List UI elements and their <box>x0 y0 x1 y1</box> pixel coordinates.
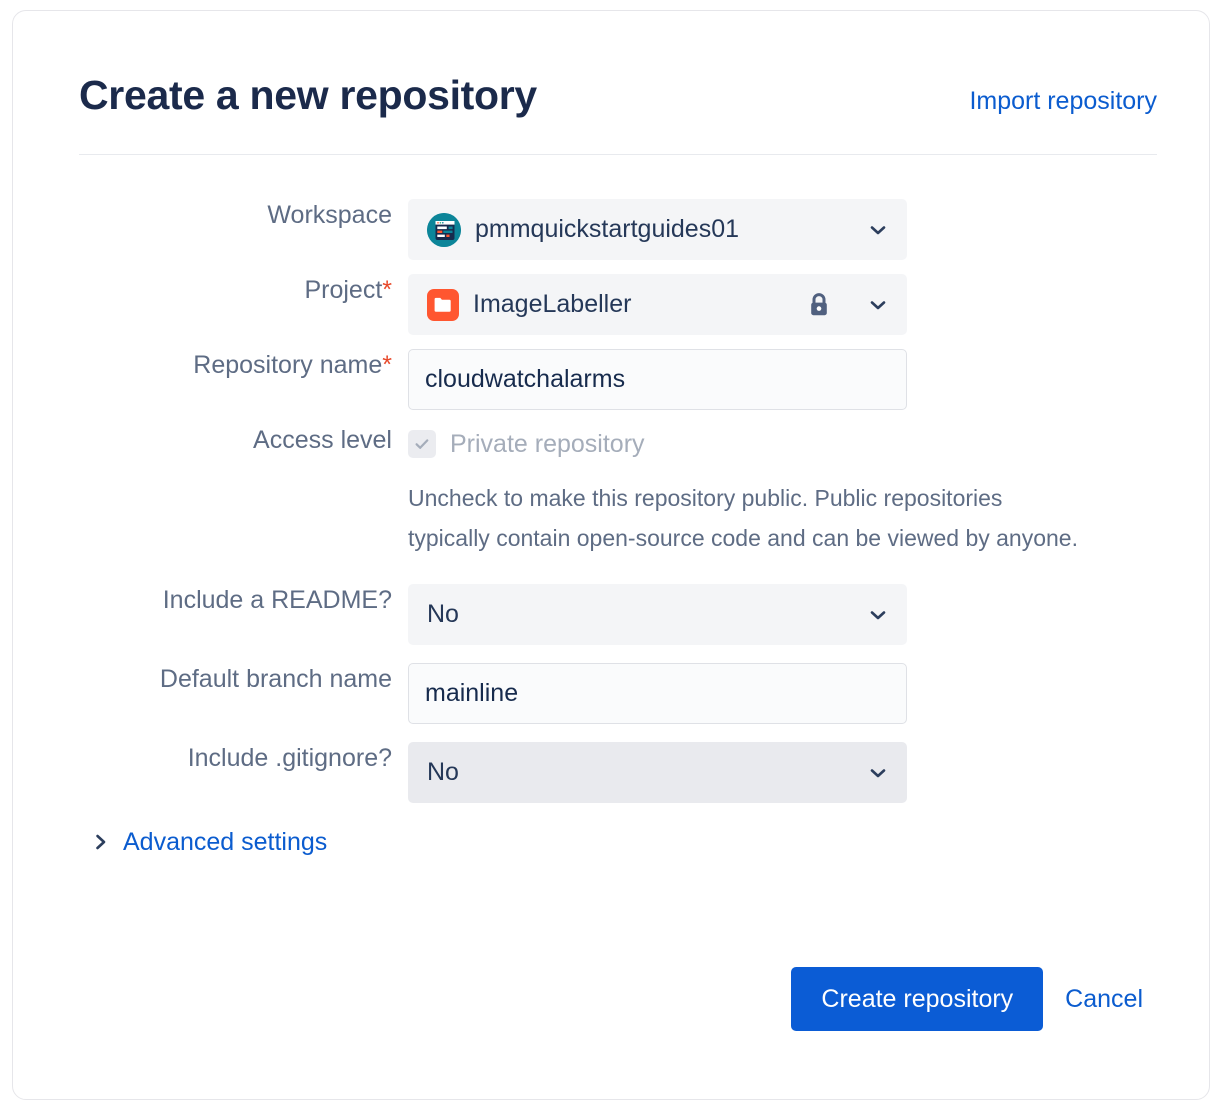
include-readme-value: No <box>427 600 459 628</box>
repository-name-input[interactable] <box>408 349 907 410</box>
project-value: ImageLabeller <box>473 290 632 318</box>
include-readme-field: No <box>408 584 1157 645</box>
card-header: Create a new repository Import repositor… <box>79 71 1157 119</box>
advanced-settings-label: Advanced settings <box>123 828 328 856</box>
chevron-down-icon <box>868 763 888 783</box>
project-field: ImageLabeller <box>408 274 1157 335</box>
repository-name-label-text: Repository name <box>193 351 383 379</box>
include-gitignore-select[interactable]: No <box>408 742 907 803</box>
page-title: Create a new repository <box>79 72 537 118</box>
workspace-label: Workspace <box>79 199 408 232</box>
lock-icon <box>806 291 832 319</box>
project-required-marker: * <box>382 276 392 304</box>
create-repository-button[interactable]: Create repository <box>791 967 1044 1031</box>
workspace-avatar-icon <box>427 212 461 247</box>
include-gitignore-label-text: Include .gitignore? <box>187 744 392 772</box>
workspace-field: pmmquickstartguides01 <box>408 199 1157 260</box>
repository-name-label: Repository name* <box>79 349 408 382</box>
folder-icon <box>427 288 459 321</box>
chevron-down-icon <box>868 295 888 315</box>
workspace-value: pmmquickstartguides01 <box>475 215 740 243</box>
create-repository-card: Create a new repository Import repositor… <box>12 10 1210 1100</box>
import-repository-link[interactable]: Import repository <box>969 87 1157 115</box>
default-branch-name-input[interactable] <box>408 663 907 724</box>
default-branch-name-label: Default branch name <box>79 663 408 696</box>
repository-name-required-marker: * <box>382 351 392 379</box>
project-label: Project* <box>79 274 408 307</box>
form-actions: Create repository Cancel <box>791 967 1143 1031</box>
default-branch-name-row: Default branch name <box>79 663 1157 724</box>
project-row: Project* ImageLabeller <box>79 274 1157 335</box>
include-gitignore-field: No <box>408 742 1157 803</box>
access-level-field: Private repository Uncheck to make this … <box>408 424 1157 558</box>
include-readme-label-text: Include a README? <box>162 586 392 614</box>
project-label-text: Project <box>304 276 383 304</box>
private-repository-checkbox-line: Private repository <box>408 424 1157 464</box>
include-readme-select[interactable]: No <box>408 584 907 645</box>
repository-name-row: Repository name* <box>79 349 1157 410</box>
access-level-help-text: Uncheck to make this repository public. … <box>408 485 1078 551</box>
chevron-right-icon <box>93 832 109 852</box>
include-gitignore-label: Include .gitignore? <box>79 742 408 775</box>
private-repository-checkbox <box>408 430 436 458</box>
chevron-down-icon <box>868 220 888 240</box>
header-divider <box>79 154 1157 155</box>
private-repository-label: Private repository <box>450 430 645 458</box>
chevron-down-icon <box>868 605 888 625</box>
access-level-row: Access level Private repository Uncheck … <box>79 424 1157 558</box>
workspace-row: Workspace <box>79 199 1157 260</box>
include-readme-row: Include a README? No <box>79 584 1157 645</box>
create-repository-form: Workspace <box>79 199 1157 857</box>
advanced-settings-toggle[interactable]: Advanced settings <box>93 827 327 857</box>
default-branch-name-label-text: Default branch name <box>159 665 392 693</box>
access-level-label-text: Access level <box>253 426 392 454</box>
include-gitignore-value: No <box>427 758 459 786</box>
include-readme-label: Include a README? <box>79 584 408 617</box>
cancel-button[interactable]: Cancel <box>1065 984 1143 1013</box>
workspace-label-text: Workspace <box>267 201 392 229</box>
include-gitignore-row: Include .gitignore? No <box>79 742 1157 803</box>
workspace-select[interactable]: pmmquickstartguides01 <box>408 199 907 260</box>
repository-name-field <box>408 349 1157 410</box>
access-level-label: Access level <box>79 424 408 457</box>
project-select[interactable]: ImageLabeller <box>408 274 907 335</box>
default-branch-name-field <box>408 663 1157 724</box>
